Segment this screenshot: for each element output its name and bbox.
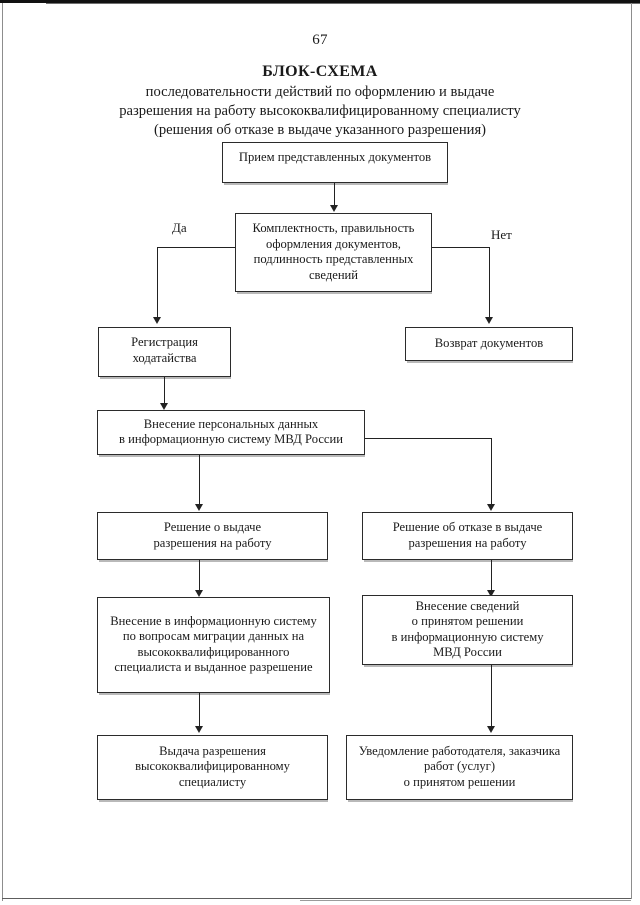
page-edge-right	[631, 3, 632, 899]
connector-check-yes-horizontal	[157, 247, 236, 248]
scan-artifact	[224, 183, 448, 185]
flow-node-enter-personal-data: Внесение персональных данных в информаци…	[97, 410, 365, 455]
page-number: 67	[312, 32, 328, 48]
connector-personal-data-to-refuse-vertical	[491, 438, 492, 506]
title-sub-line-3: (решения об отказе в выдаче указанного р…	[153, 122, 487, 138]
branch-label-no: Нет	[491, 227, 512, 242]
arrowhead-personal-data-to-refuse	[487, 504, 495, 511]
flow-node-intake: Прием представленных документов	[222, 142, 448, 183]
page-edge-bottom-secondary	[300, 900, 631, 901]
connector-intake-to-check	[334, 183, 335, 207]
flow-node-enter-migration-system-label: Внесение в информационную систему по воп…	[110, 613, 317, 675]
connector-migration-system-to-issue-permit	[199, 693, 200, 729]
flow-node-issue-permit: Выдача разрешения высококвалифицированно…	[97, 735, 328, 800]
flow-node-return-docs-label: Возврат документов	[434, 335, 544, 350]
flow-node-enter-migration-system: Внесение в информационную систему по воп…	[97, 597, 330, 693]
scan-artifact	[99, 800, 328, 802]
page-edge-left	[2, 3, 3, 901]
flow-node-enter-decision-info: Внесение сведений о принятом решении в и…	[362, 595, 573, 665]
title-sub-line-2: разрешения на работу высококвалифицирова…	[119, 103, 521, 119]
page-edge-bottom	[2, 898, 631, 899]
flow-node-intake-label: Прием представленных документов	[238, 150, 432, 164]
connector-decision-info-to-notify	[491, 665, 492, 729]
connector-personal-data-to-refuse-horizontal	[365, 438, 492, 439]
connector-register-to-personal-data	[164, 377, 165, 405]
connector-check-no-vertical	[489, 247, 490, 319]
flow-node-decision-refuse-label: Решение об отказе в выдаче разрешения на…	[392, 520, 543, 550]
flow-node-register: Регистрация ходатайства	[98, 327, 231, 377]
arrowhead-migration-system-to-issue-permit	[195, 726, 203, 733]
scan-artifact	[364, 665, 573, 667]
flow-node-issue-permit-label: Выдача разрешения высококвалифицированно…	[135, 743, 290, 789]
connector-check-no-horizontal	[432, 247, 489, 248]
flow-node-enter-decision-info-label: Внесение сведений о принятом решении в и…	[391, 598, 544, 660]
connector-personal-data-to-grant	[199, 455, 200, 506]
arrowhead-grant-to-migration-system	[195, 590, 203, 597]
scan-artifact	[100, 377, 231, 379]
scan-artifact	[99, 693, 330, 695]
arrowhead-check-to-register	[153, 317, 161, 324]
page-title: БЛОК-СХЕМА последовательности действий п…	[60, 62, 580, 140]
flow-node-check: Комплектность, правильность оформления д…	[235, 213, 432, 292]
flow-node-check-label: Комплектность, правильность оформления д…	[252, 221, 415, 282]
title-sub-line-1: последовательности действий по оформлени…	[145, 84, 495, 100]
arrowhead-decision-info-to-notify	[487, 726, 495, 733]
connector-check-yes-vertical	[157, 247, 158, 319]
arrowhead-intake-to-check	[330, 205, 338, 212]
arrowhead-check-to-return	[485, 317, 493, 324]
connector-refuse-to-decision-info	[491, 560, 492, 593]
scan-artifact	[99, 560, 328, 562]
arrowhead-refuse-to-decision-info	[487, 590, 495, 597]
scan-artifact	[237, 292, 432, 294]
page-edge-top-secondary	[46, 3, 640, 4]
connector-grant-to-migration-system	[199, 560, 200, 593]
flow-node-enter-personal-data-label: Внесение персональных данных в информаци…	[119, 416, 343, 447]
flow-node-return-docs: Возврат документов	[405, 327, 573, 361]
branch-label-yes: Да	[172, 220, 187, 235]
scan-artifact	[348, 800, 573, 802]
title-main: БЛОК-СХЕМА	[262, 63, 378, 80]
flow-node-decision-grant-label: Решение о выдаче разрешения на работу	[153, 520, 272, 550]
flow-node-decision-grant: Решение о выдаче разрешения на работу	[97, 512, 328, 560]
page-edge-top	[0, 0, 640, 3]
flow-node-notify-employer: Уведомление работодателя, заказчика рабо…	[346, 735, 573, 800]
scan-artifact	[364, 560, 573, 562]
flow-node-decision-refuse: Решение об отказе в выдаче разрешения на…	[362, 512, 573, 560]
arrowhead-register-to-personal-data	[160, 403, 168, 410]
scan-artifact	[99, 455, 365, 457]
flow-node-register-label: Регистрация ходатайства	[131, 335, 198, 365]
flow-node-notify-employer-label: Уведомление работодателя, заказчика рабо…	[358, 743, 561, 789]
scan-artifact	[407, 361, 573, 363]
arrowhead-personal-data-to-grant	[195, 504, 203, 511]
